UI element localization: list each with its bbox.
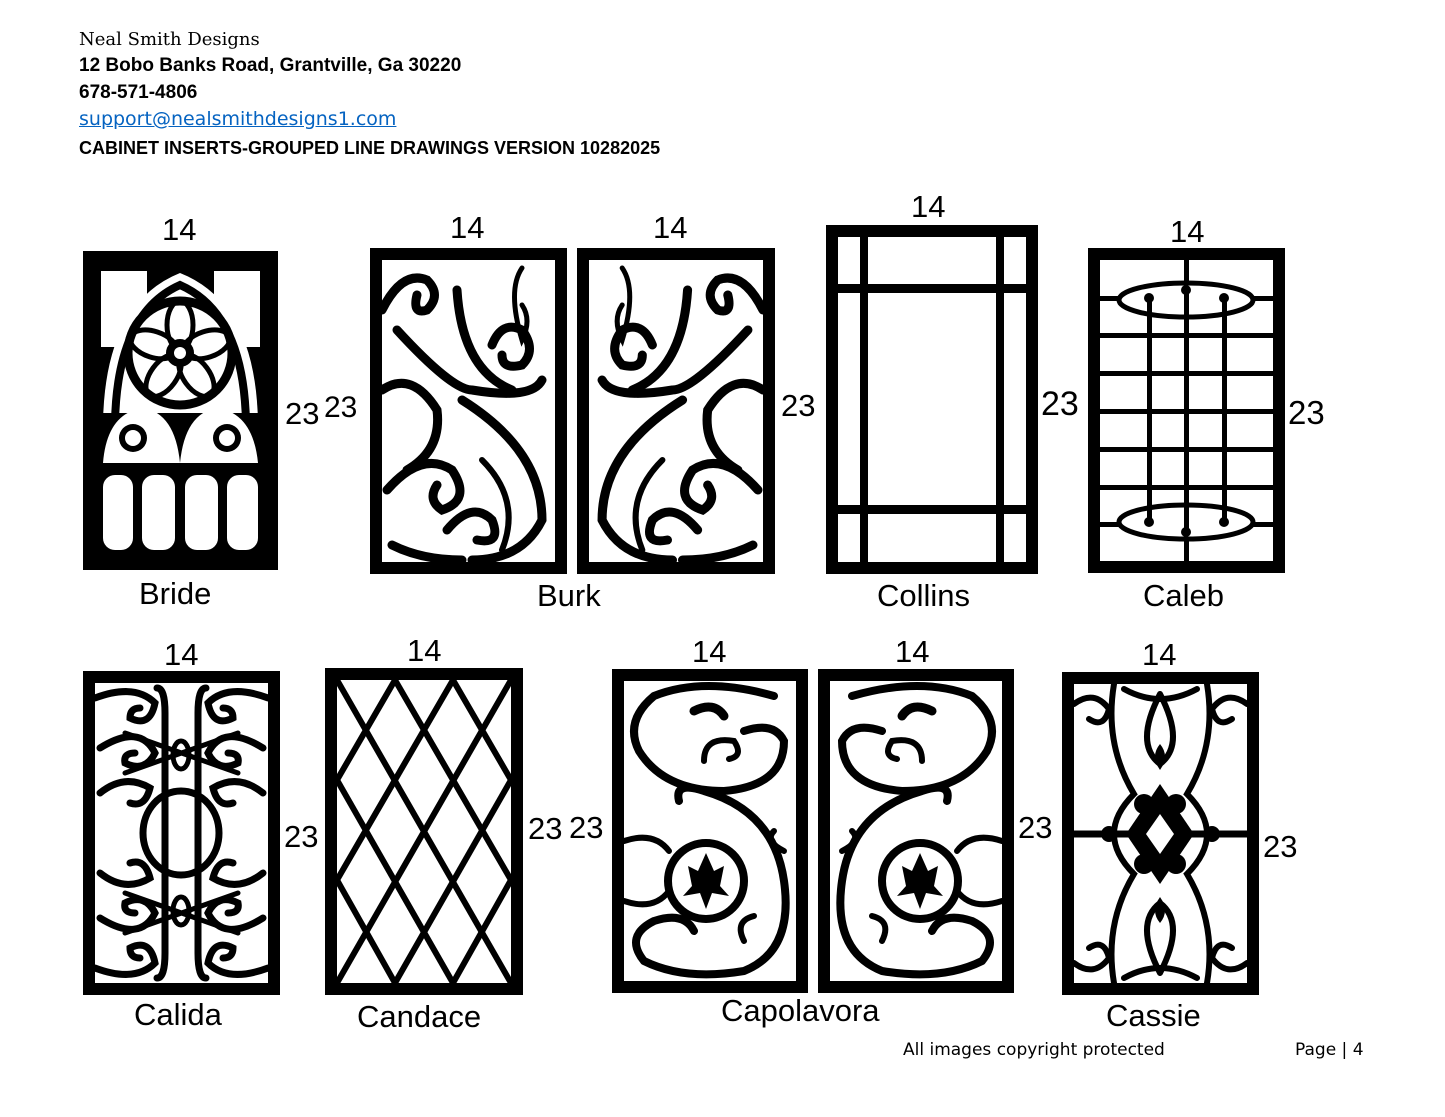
cassie-height-label: 23 <box>1263 829 1298 864</box>
mirrored-scroll-icon <box>95 684 268 982</box>
calida-width-label: 14 <box>164 637 199 672</box>
candace-width-label: 14 <box>407 633 442 668</box>
calida-name: Calida <box>134 997 222 1032</box>
prairie-grid-icon <box>838 237 1026 562</box>
capolavora-left-panel-drawing <box>612 669 808 993</box>
capolavora-right-height-label: 23 <box>1018 810 1053 845</box>
grid-ellipse-icon <box>1100 260 1273 561</box>
collins-height-label: 23 <box>1041 385 1079 423</box>
candace-name: Candace <box>357 999 482 1034</box>
bride-height-label: 23 <box>285 396 320 431</box>
burk-left-width-label: 14 <box>450 210 485 245</box>
capolavora-left-height-label: 23 <box>569 810 604 845</box>
collins-panel-drawing <box>826 225 1038 574</box>
calida-panel-drawing <box>83 671 280 995</box>
calida-height-label: 23 <box>284 819 319 854</box>
scroll-medallion-icon <box>836 682 1002 979</box>
copyright-notice: All images copyright protected <box>903 1040 1165 1060</box>
caleb-name: Caleb <box>1143 578 1224 613</box>
capolavora-right-panel-drawing <box>818 669 1014 993</box>
baroque-filigree-icon <box>1074 684 1247 983</box>
capolavora-left-width-label: 14 <box>692 634 727 669</box>
burk-right-panel-drawing <box>577 248 775 574</box>
burk-name: Burk <box>537 578 601 613</box>
support-email-link[interactable]: support@nealsmithdesigns1.com <box>79 108 397 130</box>
burk-right-height-label: 23 <box>781 388 816 423</box>
capolavora-name: Capolavora <box>721 993 880 1028</box>
scroll-pattern-icon <box>382 265 547 562</box>
caleb-width-label: 14 <box>1170 214 1205 249</box>
burk-left-height-label: 23 <box>324 391 358 424</box>
gothic-window-icon <box>95 263 266 558</box>
candace-panel-drawing <box>325 668 523 995</box>
bride-width-label: 14 <box>162 212 197 247</box>
bride-panel-drawing <box>83 251 278 570</box>
cassie-name: Cassie <box>1106 998 1201 1033</box>
caleb-panel-drawing <box>1088 248 1285 573</box>
page-number: Page | 4 <box>1295 1040 1364 1060</box>
burk-left-panel-drawing <box>370 248 567 574</box>
capolavora-right-width-label: 14 <box>895 634 930 669</box>
scroll-medallion-icon <box>624 682 790 979</box>
document-title: CABINET INSERTS-GROUPED LINE DRAWINGS VE… <box>79 138 661 158</box>
company-phone: 678-571-4806 <box>79 82 198 103</box>
diamond-lattice-icon <box>337 680 511 983</box>
cassie-panel-drawing <box>1062 672 1259 995</box>
bride-name: Bride <box>139 576 212 611</box>
burk-right-width-label: 14 <box>653 210 688 245</box>
caleb-height-label: 23 <box>1288 394 1325 431</box>
collins-name: Collins <box>877 578 971 613</box>
scroll-pattern-icon <box>597 265 763 562</box>
cassie-width-label: 14 <box>1142 637 1177 672</box>
company-name: Neal Smith Designs <box>79 29 260 50</box>
company-address: 12 Bobo Banks Road, Grantville, Ga 30220 <box>79 55 462 76</box>
collins-width-label: 14 <box>911 189 946 224</box>
candace-height-label: 23 <box>528 811 563 846</box>
